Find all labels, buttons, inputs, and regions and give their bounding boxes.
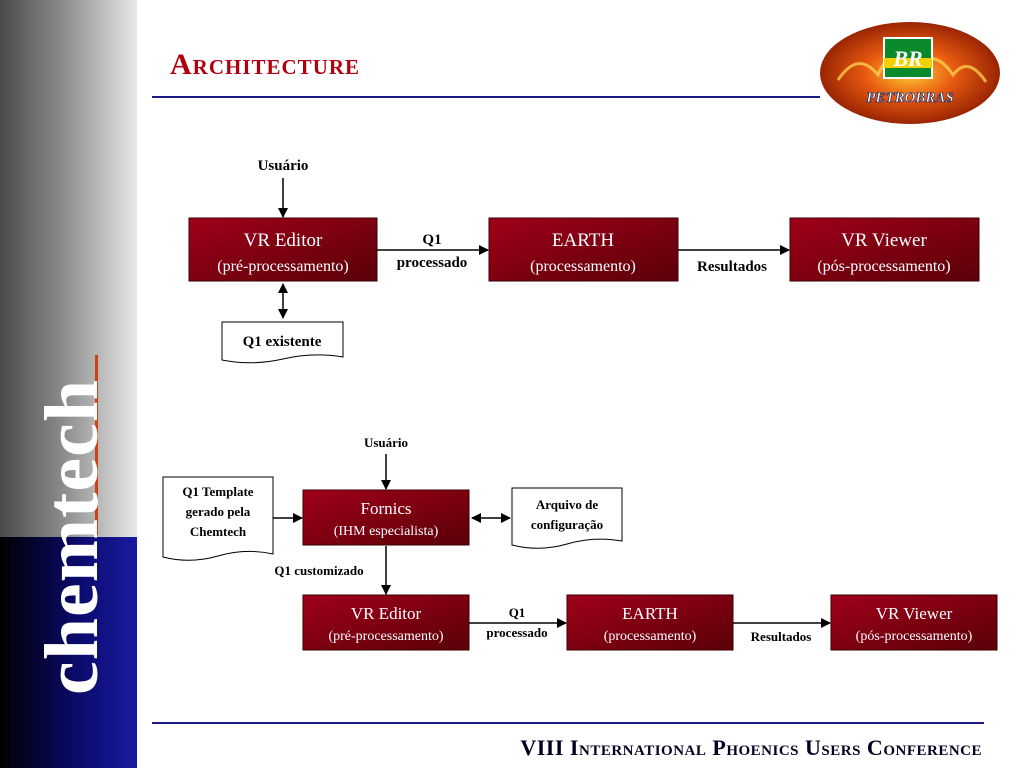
d1-earth-subtitle: (processamento) [530, 258, 636, 275]
d1-vr-editor-title: VR Editor [244, 230, 323, 251]
d2-earth-subtitle: (processamento) [604, 629, 697, 644]
d2-vr-editor-subtitle: (pré-processamento) [328, 629, 443, 644]
d1-user-label: Usuário [258, 158, 309, 174]
footer-rule [152, 722, 984, 724]
d1-earth-box: EARTH (processamento) [488, 217, 679, 282]
d2-config-line2: configuração [531, 517, 603, 532]
sidebar: chemtech [0, 0, 137, 768]
logo-wordmark: PETROBRAS [866, 90, 954, 106]
d1-vr-viewer-subtitle: (pós-processamento) [817, 258, 950, 275]
d2-customized-label: Q1 customizado [274, 563, 363, 578]
d1-q1-label-line2: processado [397, 255, 468, 271]
d2-vr-viewer-title: VR Viewer [876, 604, 953, 623]
d1-q1-label-line1: Q1 [422, 232, 441, 248]
d2-template-doc: Q1 Template gerado pela Chemtech [162, 476, 274, 561]
d1-q1-existing-doc: Q1 existente [221, 321, 344, 364]
d2-user-label: Usuário [364, 435, 408, 450]
d1-vr-viewer-title: VR Viewer [841, 230, 927, 251]
d2-fornics-title: Fornics [361, 499, 412, 518]
d2-q1-label-line1: Q1 [509, 605, 526, 620]
d2-fornics-box: Fornics (IHM especialista) [302, 489, 470, 546]
d2-template-line2: gerado pela [186, 504, 251, 519]
footer-conference-title: VIII International Phoenics Users Confer… [520, 735, 982, 760]
slide-title: Architecture [170, 48, 361, 81]
d2-vr-viewer-subtitle: (pós-processamento) [856, 629, 973, 644]
d2-template-line1: Q1 Template [182, 484, 253, 499]
d2-earth-box: EARTH (processamento) [566, 594, 734, 651]
d1-vr-editor-subtitle: (pré-processamento) [217, 258, 349, 275]
d2-fornics-subtitle: (IHM especialista) [334, 524, 439, 539]
d1-vr-editor-box: VR Editor (pré-processamento) [188, 217, 378, 282]
d1-results-label: Resultados [697, 259, 767, 275]
d1-vr-viewer-box: VR Viewer (pós-processamento) [789, 217, 980, 282]
d2-vr-viewer-box: VR Viewer (pós-processamento) [830, 594, 998, 651]
petrobras-logo: BR PETROBRAS [818, 20, 1002, 126]
d2-template-line3: Chemtech [190, 524, 247, 539]
title-rule [152, 96, 820, 98]
d2-vr-editor-title: VR Editor [351, 604, 422, 623]
d2-earth-title: EARTH [622, 604, 678, 623]
sidebar-blue-panel [0, 537, 137, 768]
d2-q1-label-line2: processado [486, 625, 547, 640]
logo-badge-text: BR [892, 46, 922, 71]
sidebar-gray-panel [0, 0, 137, 537]
d1-earth-title: EARTH [552, 230, 614, 251]
d2-config-doc: Arquivo de configuração [511, 487, 623, 549]
d1-q1-existing-label: Q1 existente [243, 334, 322, 350]
d2-config-line1: Arquivo de [536, 497, 598, 512]
d2-vr-editor-box: VR Editor (pré-processamento) [302, 594, 470, 651]
d2-results-label: Resultados [751, 629, 812, 644]
brand-accent-line [95, 355, 98, 535]
